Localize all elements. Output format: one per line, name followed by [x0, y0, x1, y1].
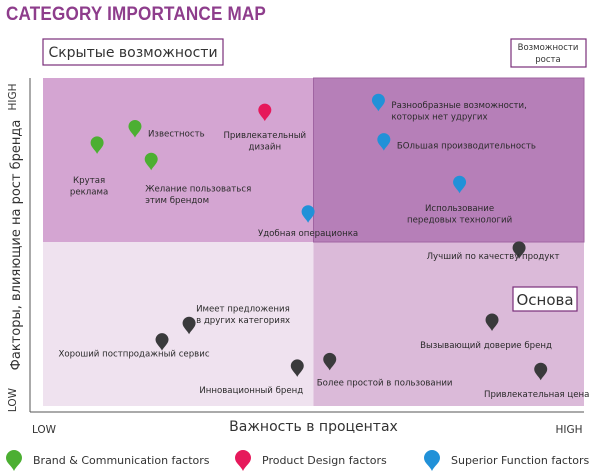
data-point-s2-p1	[377, 133, 391, 151]
data-point-s2-p2	[453, 175, 467, 194]
data-label-s3-p1-l1: в других категориях	[196, 316, 290, 326]
data-label-s2-p3-l0: Удобная операционка	[258, 229, 358, 239]
data-point-s3-p5	[323, 352, 337, 371]
quadrant-label-base: Основа	[516, 291, 573, 309]
data-label-s3-p2-l0: Хороший постпродажный сервис	[58, 350, 209, 360]
legend-marker-1	[235, 450, 251, 471]
data-point-s1-p0	[258, 103, 272, 122]
quadrant-label-growth-line1: Возможности	[518, 43, 579, 53]
data-label-s2-p0-l1: которых нет удругих	[391, 113, 487, 123]
data-label-s3-p5-l0: Более простой в пользовании	[317, 378, 453, 388]
x-axis-label: Важность в процентах	[229, 419, 398, 435]
data-label-s3-p1-l0: Имеет предложения	[196, 304, 290, 314]
data-label-s0-p1-l0: Известность	[148, 129, 205, 139]
data-point-s0-p2	[144, 152, 158, 171]
data-label-s0-p0-l1: реклама	[70, 187, 108, 197]
data-label-s3-p6-l0: Привлекательная цена	[484, 390, 589, 400]
data-point-s3-p4	[290, 359, 304, 377]
data-label-s2-p2-l0: Использование	[425, 204, 494, 214]
x-axis-low-label: LOW	[32, 424, 57, 436]
quadrant-label-growth-line2: роста	[535, 55, 560, 65]
data-label-s2-p0-l0: Разнообразные возможности,	[391, 101, 526, 111]
data-label-s3-p4-l0: Инновационный бренд	[199, 386, 303, 396]
quadrant-label-hidden-opportunities: Скрытые возможности	[48, 45, 217, 61]
data-point-s3-p3	[485, 313, 499, 331]
data-point-s0-p1	[128, 119, 142, 138]
legend-marker-0	[6, 450, 22, 471]
data-label-s1-p0-l0: Привлекательный	[223, 131, 306, 141]
legend-label-2: Superior Function factors	[451, 454, 590, 467]
data-point-s3-p6	[534, 362, 548, 381]
quadrant-bottom-right	[313, 242, 584, 406]
data-label-s2-p2-l1: передовых технологий	[407, 216, 512, 226]
y-axis-low-label: LOW	[7, 387, 19, 412]
data-label-s0-p0-l0: Крутая	[73, 176, 105, 186]
quadrant-top-right-border	[313, 77, 585, 243]
data-label-s0-p2-l0: Желание пользоваться	[145, 184, 251, 194]
data-label-s3-p0-l0: Лучший по качеству продукт	[427, 252, 560, 262]
quadrant-label-box-growth	[510, 38, 587, 68]
page-title: CATEGORY IMPORTANCE MAP	[6, 4, 267, 25]
data-label-s3-p3-l0: Вызывающий доверие бренд	[420, 341, 552, 351]
quadrant-label-box-hidden	[42, 38, 224, 66]
data-point-s2-p3	[301, 205, 315, 223]
y-axis-high-label: HIGH	[7, 83, 19, 110]
data-label-s0-p2-l1: этим брендом	[145, 196, 209, 206]
data-point-s0-p0	[90, 136, 104, 154]
quadrant-label-box-base	[512, 286, 578, 312]
legend-label-0: Brand & Communication factors	[33, 454, 210, 467]
x-axis-high-label: HIGH	[555, 424, 582, 436]
data-point-s3-p1	[182, 316, 196, 335]
legend-marker-2	[424, 450, 440, 471]
data-point-s2-p0	[371, 93, 385, 112]
data-label-s2-p1-l0: БОльшая производительность	[397, 142, 536, 152]
legend-label-1: Product Design factors	[262, 454, 387, 467]
data-point-s3-p2	[155, 333, 169, 351]
quadrant-top-left	[43, 78, 314, 242]
y-axis-label: Факторы, влияющие на рост бренда	[9, 120, 24, 371]
data-point-s3-p0	[512, 241, 526, 259]
data-label-s1-p0-l1: дизайн	[249, 143, 282, 153]
quadrant-bottom-left	[43, 242, 314, 406]
quadrant-top-right	[313, 78, 584, 242]
